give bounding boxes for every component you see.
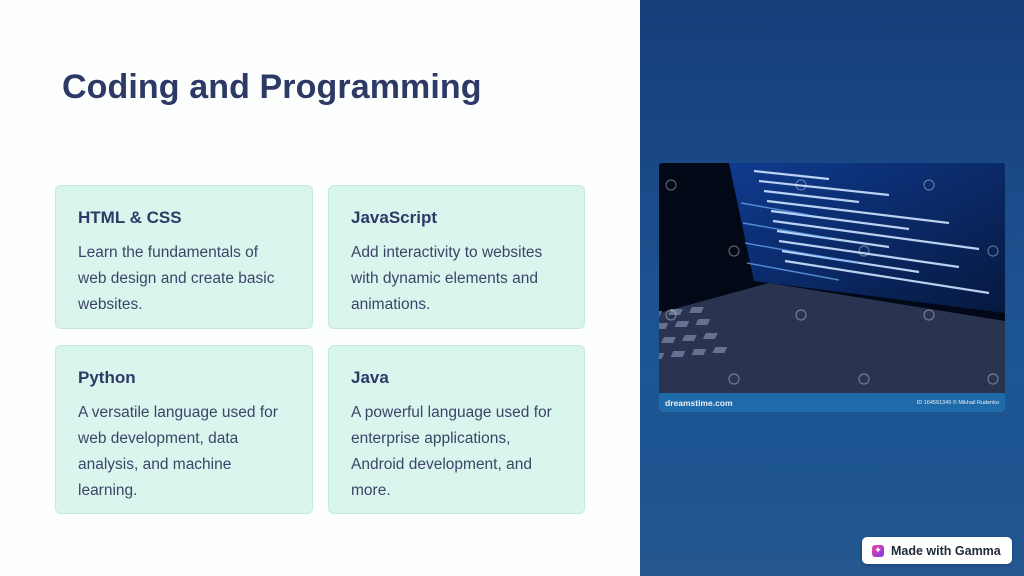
topic-card-html-css: HTML & CSS Learn the fundamentals of web… xyxy=(55,185,313,329)
card-title: Python xyxy=(78,368,136,387)
topic-card-javascript: JavaScript Add interactivity to websites… xyxy=(328,185,585,329)
image-panel: dreamstime.com ID 164591349 © Mikhail Ru… xyxy=(640,0,1024,576)
card-text: Add interactivity to websites with dynam… xyxy=(351,244,543,313)
stock-photo-credit: ID 164591349 © Mikhail Rudenko xyxy=(916,399,999,406)
laptop-code-photo: dreamstime.com ID 164591349 © Mikhail Ru… xyxy=(659,163,1005,412)
gamma-logo-icon: ✦ xyxy=(872,544,884,557)
topic-card-java: Java A powerful language used for enterp… xyxy=(328,345,585,514)
topic-card-python: Python A versatile language used for web… xyxy=(55,345,313,514)
slide-title: Coding and Programming xyxy=(62,68,482,106)
badge-label: Made with Gamma xyxy=(891,543,1001,558)
card-title: JavaScript xyxy=(351,208,437,227)
stock-photo-credit-bar: dreamstime.com ID 164591349 © Mikhail Ru… xyxy=(659,393,1005,412)
card-text: Learn the fundamentals of web design and… xyxy=(78,244,275,313)
stock-photo-brand: dreamstime.com xyxy=(665,397,733,408)
slide-content: Coding and Programming HTML & CSS Learn … xyxy=(55,68,585,514)
laptop-code-illustration xyxy=(659,163,1005,412)
card-text: A powerful language used for enterprise … xyxy=(351,404,552,499)
card-title: Java xyxy=(351,368,389,387)
card-title: HTML & CSS xyxy=(78,208,182,227)
made-with-gamma-badge[interactable]: ✦ Made with Gamma xyxy=(862,537,1012,564)
card-text: A versatile language used for web develo… xyxy=(78,404,278,499)
